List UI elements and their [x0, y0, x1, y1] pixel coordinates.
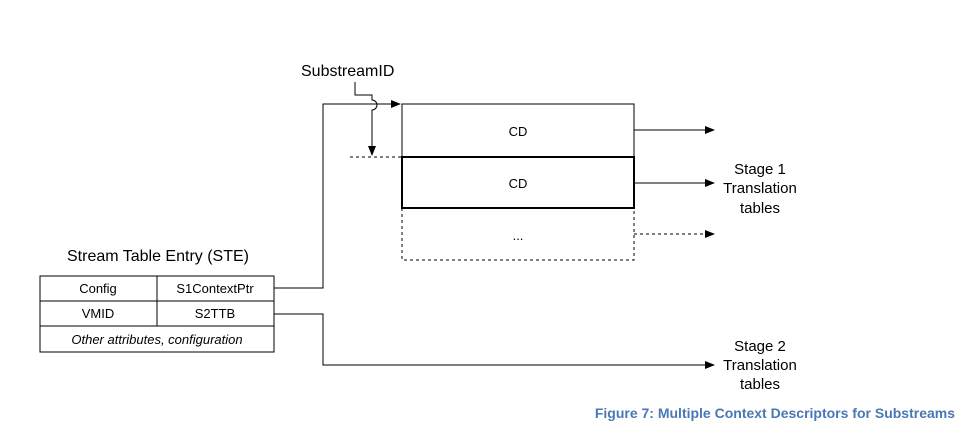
stage2-line: Translation [723, 357, 797, 374]
cd-row-label: CD [509, 176, 528, 191]
stage2-line: Stage 2 [734, 338, 786, 355]
ste-cell-s1contextptr: S1ContextPtr [176, 281, 254, 296]
cd-row-selected [401, 156, 635, 209]
ste-cell-other-attributes: Other attributes, configuration [71, 332, 242, 347]
cd-row-ellipsis [401, 208, 635, 261]
s2ttb-arrow [274, 313, 715, 369]
stage1-line: Stage 1 [734, 161, 786, 178]
substream-id-connector [354, 82, 378, 156]
ste-cell-s2ttb: S2TTB [195, 306, 235, 321]
stage1-line: tables [740, 200, 780, 217]
stage2-label: Stage 2 Translation tables [723, 338, 797, 393]
stage2-line: tables [740, 376, 780, 393]
cd-row-label: CD [509, 124, 528, 139]
s1-context-pointer-arrow [274, 100, 401, 289]
cd-row-ellipsis-label: ... [513, 228, 524, 243]
stage1-line: Translation [723, 180, 797, 197]
ste-title: Stream Table Entry (STE) [67, 248, 249, 265]
stage1-label: Stage 1 Translation tables [723, 161, 797, 217]
ste-cell-vmid: VMID [82, 306, 115, 321]
figure-caption: Figure 7: Multiple Context Descriptors f… [594, 405, 955, 421]
substream-id-label: SubstreamID [301, 63, 394, 80]
ste-cell-config: Config [79, 281, 117, 296]
ste-table: Config S1ContextPtr VMID S2TTB Other att… [39, 275, 275, 353]
cd-table: CD CD ... [401, 103, 635, 261]
